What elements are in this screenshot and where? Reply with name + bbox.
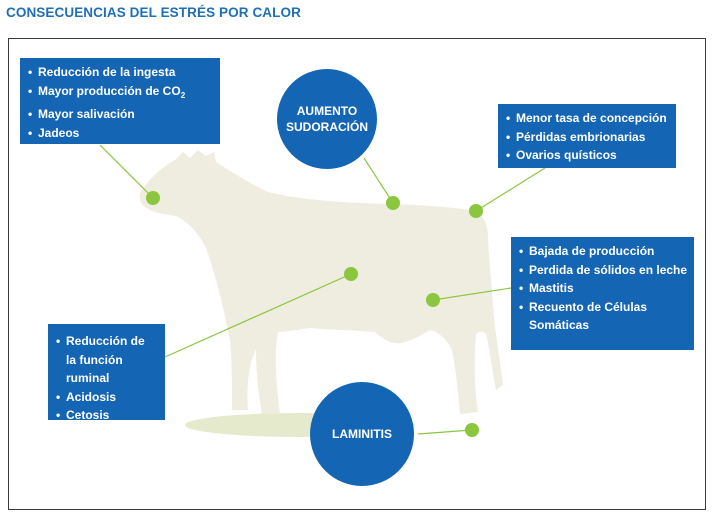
- list-item: Perdida de sólidos en leche: [519, 261, 686, 280]
- list-item: Reducción de la ingesta: [28, 63, 212, 82]
- list-item: Acidosis: [56, 388, 157, 407]
- dot-hip: [469, 204, 483, 218]
- cow-silhouette: [139, 150, 503, 414]
- dot-head: [146, 191, 160, 205]
- co2-text: Mayor producción de CO: [38, 84, 181, 98]
- laminitis-label: LAMINITIS: [332, 426, 392, 442]
- list-item: Bajada de producción: [519, 242, 686, 261]
- sweating-circle: AUMENTO SUDORACIÓN: [277, 69, 377, 169]
- list-item: Cetosis: [56, 406, 157, 425]
- list-item: Pérdidas embrionarias: [506, 128, 668, 147]
- list-item: Menor tasa de concepción: [506, 109, 668, 128]
- list-item: Mayor producción de CO2: [28, 82, 212, 106]
- list-item: Ovarios quísticos: [506, 146, 668, 165]
- co2-subscript: 2: [181, 91, 185, 100]
- list-item: Reducción de la función ruminal: [56, 332, 157, 388]
- dot-hoof: [465, 423, 479, 437]
- list-item: Mastitis: [519, 279, 686, 298]
- list-item: Recuento de Células Somáticas: [519, 298, 686, 335]
- head-effects-box: Reducción de la ingesta Mayor producción…: [20, 58, 220, 144]
- laminitis-circle: LAMINITIS: [310, 382, 414, 486]
- dot-udder: [426, 293, 440, 307]
- milk-effects-box: Bajada de producción Perdida de sólidos …: [511, 237, 694, 350]
- dot-back: [386, 196, 400, 210]
- reproduction-effects-box: Menor tasa de concepción Pérdidas embrio…: [498, 104, 676, 168]
- list-item: Jadeos: [28, 124, 212, 143]
- sweating-label: AUMENTO SUDORACIÓN: [285, 103, 369, 135]
- dot-belly: [344, 267, 358, 281]
- list-item: Mayor salivación: [28, 105, 212, 124]
- rumen-effects-box: Reducción de la función ruminal Acidosis…: [48, 324, 165, 420]
